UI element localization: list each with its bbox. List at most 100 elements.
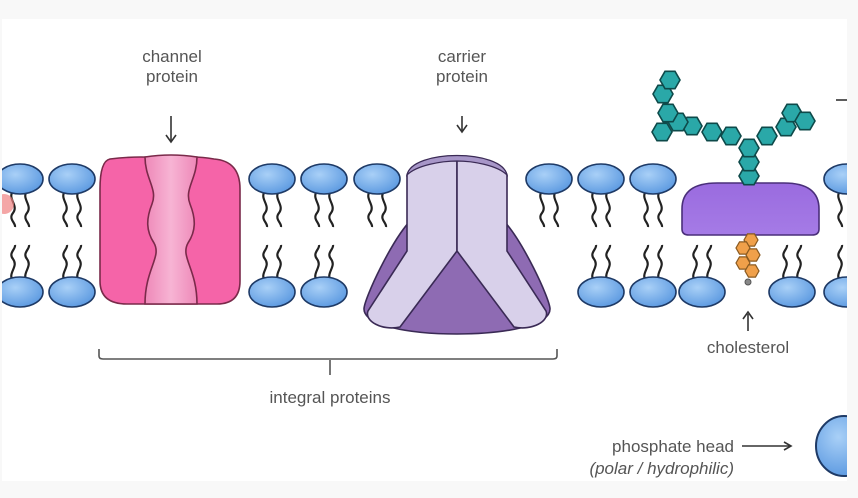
fatty-acid-tail (837, 244, 844, 282)
channel-arrowhead (165, 134, 177, 144)
carbohydrate-chain (651, 70, 816, 186)
phospholipid (577, 163, 625, 308)
fatty-acid-tail (657, 244, 664, 282)
fatty-acid-tail (643, 190, 650, 228)
phosphate-head (823, 163, 847, 195)
hydroxyl-group (744, 278, 752, 286)
phospholipid (525, 163, 573, 228)
fatty-acid-tail (553, 190, 560, 228)
carrier-protein-label-line1: carrier (437, 47, 487, 66)
fatty-acid-tail (24, 244, 31, 282)
channel-protein (99, 154, 241, 305)
phosphate-head (248, 163, 296, 195)
phosphate-head (48, 276, 96, 308)
phosphate-head (768, 276, 816, 308)
phosphate-head (577, 163, 625, 195)
integral-proteins-label: integral proteins (269, 388, 391, 407)
fatty-acid-tail (276, 244, 283, 282)
fatty-acid-tail (328, 244, 335, 282)
phosphate-head (2, 163, 44, 195)
fatty-acid-tail (591, 244, 598, 282)
phosphate-head (629, 276, 677, 308)
fatty-acid-tail (276, 190, 283, 228)
sugar-hexagon (794, 111, 816, 131)
sugar-hexagon (720, 126, 742, 146)
cholesterol-molecule (735, 233, 761, 286)
phosphate-head (823, 276, 847, 308)
phosphate-head (248, 276, 296, 308)
phospholipid-bilayer (2, 163, 847, 308)
fatty-acid-tail (62, 244, 69, 282)
phosphate-head-label: phosphate head (612, 437, 734, 456)
fatty-acid-tail (314, 190, 321, 228)
steroid-ring (744, 264, 760, 278)
fatty-acid-tail (782, 244, 789, 282)
fatty-acid-tail (62, 190, 69, 228)
fatty-acid-tail (837, 190, 844, 228)
fatty-acid-tail (643, 244, 650, 282)
phospholipid (248, 163, 296, 308)
fatty-acid-tail (24, 190, 31, 228)
phosphate-head (629, 163, 677, 195)
fatty-acid-tail (381, 190, 388, 228)
fatty-acid-tail (262, 190, 269, 228)
fatty-acid-tail (605, 244, 612, 282)
phospholipid (678, 244, 726, 308)
sugar-hexagon (701, 122, 723, 142)
diagram-svg (2, 70, 847, 477)
carrier-arrowhead (456, 124, 468, 134)
sugar-hexagon (657, 103, 679, 123)
carrier-protein-label: carrier protein (412, 47, 512, 87)
phosphate-head (353, 163, 401, 195)
phospholipid (300, 163, 348, 308)
phospholipid (2, 163, 44, 308)
carrier-protein (363, 154, 551, 335)
fatty-acid-tail (10, 244, 17, 282)
phospholipid (48, 163, 96, 308)
phosphate-head (678, 276, 726, 308)
fatty-acid-tail (76, 244, 83, 282)
fatty-acid-tail (328, 190, 335, 228)
sugar-hexagon (651, 122, 673, 142)
phospholipid (823, 163, 847, 308)
phosphate-arrowhead (783, 441, 793, 451)
fatty-acid-tail (657, 190, 664, 228)
glycoprotein-body (681, 182, 820, 236)
channel-protein-label-line1: channel (142, 47, 202, 66)
channel-protein-label-line2: protein (146, 67, 198, 86)
carrier-protein-label-line2: protein (436, 67, 488, 86)
fatty-acid-tail (796, 244, 803, 282)
sugar-hexagon (756, 126, 778, 146)
phosphate-head (300, 276, 348, 308)
fatty-acid-tail (262, 244, 269, 282)
cholesterol-arrowhead (742, 310, 754, 320)
membrane-diagram: channel protein carrier protein integral… (2, 19, 847, 481)
fatty-acid-tail (539, 190, 546, 228)
partial-molecule (2, 194, 14, 214)
cholesterol-label: cholesterol (706, 338, 790, 357)
sugar-hexagon (738, 138, 760, 158)
fatty-acid-tail (314, 244, 321, 282)
glycoprotein (651, 70, 820, 236)
phosphate-head (48, 163, 96, 195)
carrier-top-cap (406, 154, 508, 177)
fatty-acid-tail (605, 190, 612, 228)
sugar-hexagon (659, 70, 681, 90)
steroid-ring (745, 248, 761, 262)
fatty-acid-tail (367, 190, 374, 228)
phosphate-head-note: (polar / hydrophilic) (589, 459, 734, 478)
channel-pore (144, 154, 198, 305)
phosphate-head (577, 276, 625, 308)
fatty-acid-tail (692, 244, 699, 282)
fatty-acid-tail (591, 190, 598, 228)
fatty-acid-tail (706, 244, 713, 282)
phospholipid (768, 244, 816, 308)
phospholipid (353, 163, 401, 228)
integral-bracket (98, 349, 558, 360)
phosphate-head (2, 276, 44, 308)
phospholipid (629, 163, 677, 308)
phosphate-head-example (815, 415, 847, 477)
phosphate-head (525, 163, 573, 195)
fatty-acid-tail (76, 190, 83, 228)
channel-protein-label: channel protein (122, 47, 222, 87)
